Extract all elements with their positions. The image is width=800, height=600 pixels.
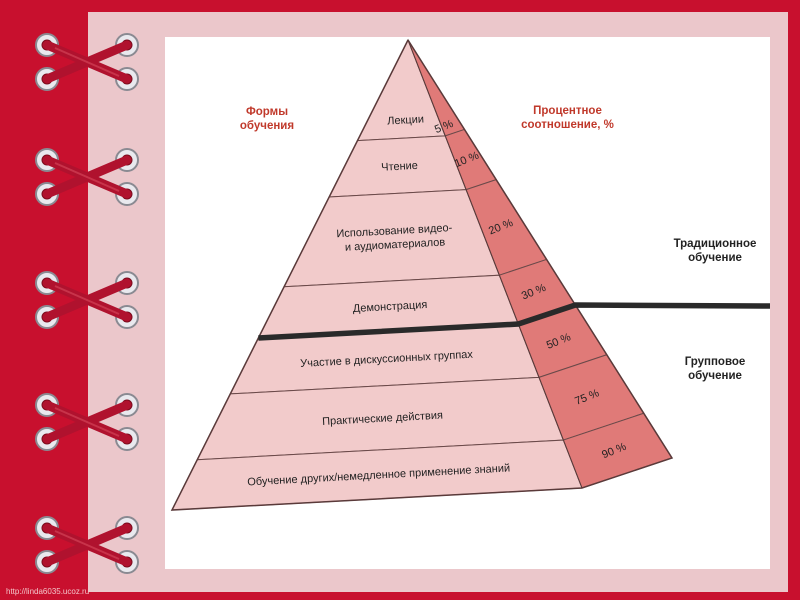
lace-binding: [35, 33, 139, 574]
group-divider: [258, 302, 771, 341]
header-percent: Процентное соотношение, %: [521, 105, 614, 131]
lace-cross: [35, 516, 139, 574]
level-label: Лекции: [387, 114, 424, 128]
level-label: Чтение: [381, 160, 418, 174]
lace-cross: [35, 148, 139, 206]
lace-cross: [35, 33, 139, 91]
level-label: Демонстрация: [353, 299, 428, 315]
footer-url: http://linda6035.ucoz.ru: [6, 587, 90, 596]
label-group: Групповое обучение: [684, 356, 746, 382]
level-front-face: [283, 189, 501, 288]
label-traditional: Традиционное обучение: [673, 238, 757, 264]
lace-cross: [35, 393, 139, 451]
pyramid-faces: [170, 38, 771, 511]
header-forms: Формы обучения: [239, 106, 295, 132]
lace-cross: [35, 271, 139, 329]
